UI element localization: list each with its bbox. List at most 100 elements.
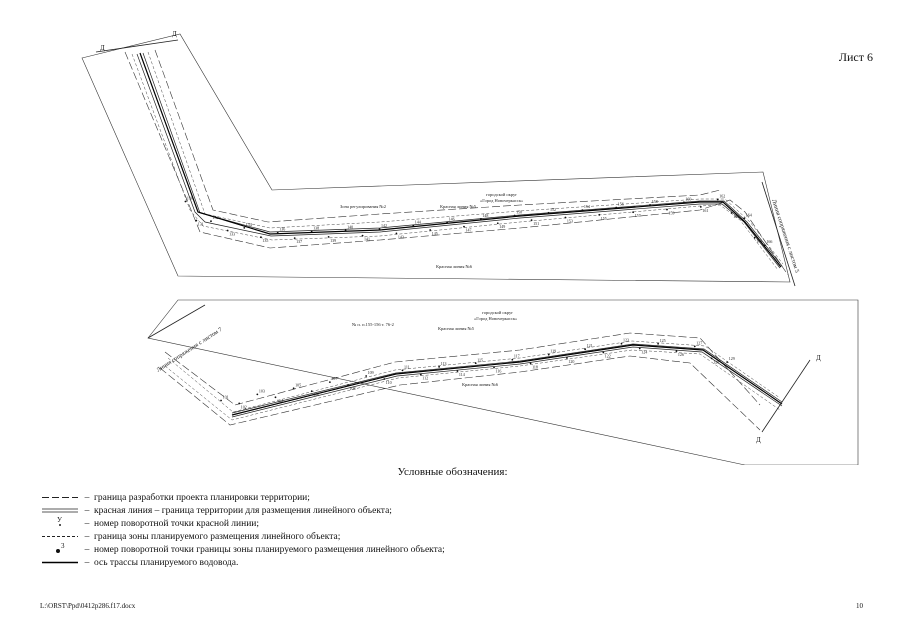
turn-point-label: 128	[713, 359, 719, 364]
turn-point-label: 115	[477, 357, 483, 362]
turn-point-marker	[657, 342, 659, 345]
planning-maps: Д Д Линия сопряжения с листом 5 городско…	[81, 30, 859, 465]
turn-point-label: 155	[601, 216, 607, 221]
turn-point-label: 157	[635, 213, 641, 218]
turn-point-label: 109	[368, 370, 374, 375]
turn-point-marker	[195, 219, 198, 222]
turn-point-marker	[243, 226, 246, 229]
turn-point-label: 150	[516, 210, 522, 215]
map-1-design-boundary-2	[154, 49, 721, 223]
turn-point-label: 149	[499, 224, 505, 229]
legend-item: – граница разработки проекта планировки …	[40, 491, 445, 504]
map-2-design-boundary-1	[164, 332, 761, 406]
turn-point-label: 156	[618, 202, 624, 207]
turn-point-label: 152	[550, 207, 556, 212]
turn-point-marker	[463, 225, 465, 228]
turn-point-marker	[615, 206, 618, 209]
turn-point-label: 106	[313, 392, 319, 397]
turn-point-marker	[276, 231, 279, 234]
long-dash-line-icon	[42, 497, 78, 498]
turn-point-marker	[328, 381, 331, 384]
turn-point-marker	[529, 362, 532, 365]
turn-point-marker	[743, 217, 746, 220]
map-2-point-labels: 1011021031041051061071081091101111121131…	[220, 338, 735, 409]
map-2-side-line	[147, 304, 206, 339]
map-1-side-line	[761, 181, 796, 287]
turn-point-marker	[256, 393, 259, 396]
turn-point-marker	[220, 399, 222, 402]
turn-point-marker	[598, 213, 601, 216]
map-2-zone-boundary-1	[167, 340, 781, 413]
legend-item: – ось трассы планируемого водовода.	[40, 556, 445, 569]
map-1-zone-boundary-1	[131, 53, 779, 271]
legend: – граница разработки проекта планировки …	[40, 491, 445, 569]
red-line-point-symbol: У	[57, 516, 62, 524]
turn-point-label: 153	[567, 218, 573, 223]
turn-point-label: 145	[432, 231, 438, 236]
turn-point-label: 154	[584, 204, 590, 209]
map-2-sheet-outline	[147, 299, 859, 465]
map-2-zone-boundary-2	[164, 349, 781, 421]
turn-point-marker	[361, 234, 364, 237]
turn-point-marker	[693, 345, 696, 348]
turn-point-label: 123	[623, 338, 629, 343]
turn-point-marker	[638, 347, 641, 350]
map-2-red-line-2	[231, 346, 783, 418]
turn-point-marker	[310, 230, 313, 233]
turn-point-marker	[401, 369, 404, 372]
map-2-okrug-label-line2: «Город Новочеркасск»	[474, 316, 517, 321]
map-1-design-boundary	[124, 51, 789, 276]
turn-point-label: 112	[422, 376, 428, 381]
turn-point-marker	[632, 211, 635, 214]
turn-point-label: 159	[668, 211, 674, 216]
turn-point-label: 118	[532, 364, 538, 369]
turn-point-label: 120	[568, 359, 574, 364]
turn-point-label: 116	[496, 369, 502, 374]
map-2: Линия сопряжения с листом 7 городской ок…	[147, 299, 859, 465]
turn-point-label: 140	[347, 224, 353, 229]
turn-point-marker	[347, 384, 349, 386]
turn-point-label: 136	[279, 227, 285, 232]
turn-point-marker	[292, 387, 295, 390]
turn-point-marker	[184, 200, 187, 203]
legend-dash: –	[84, 492, 90, 503]
footer-file-path: L:\ORST\Ppd\0412p286.f17.docx	[40, 602, 136, 610]
turn-point-label: 139	[330, 238, 336, 243]
turn-point-label: 129	[729, 356, 735, 361]
turn-point-marker	[419, 373, 422, 376]
map-1-section-letter-start-2: Д	[172, 30, 177, 38]
turn-point-label: 166	[766, 239, 772, 244]
turn-point-marker	[493, 366, 495, 369]
legend-dash: –	[84, 505, 90, 516]
turn-point-marker	[293, 237, 296, 240]
map-2-design-boundary-2	[159, 355, 761, 431]
turn-point-label: 124	[641, 349, 647, 354]
map-1-point-labels: 1301311321331341351361371381391401411421…	[184, 193, 772, 247]
legend-text: ось трассы планируемого водовода.	[94, 557, 239, 568]
turn-point-label: 125	[660, 338, 666, 343]
map-1-pipeline-axis	[139, 52, 782, 268]
turn-point-marker	[456, 370, 459, 372]
turn-point-label: 105	[295, 382, 301, 387]
turn-point-marker	[511, 358, 514, 361]
turn-point-label: 160	[685, 196, 691, 201]
legend-text: граница зоны планируемого размещения лин…	[94, 531, 341, 542]
turn-point-marker	[438, 365, 441, 368]
turn-point-marker	[763, 244, 766, 247]
map-2-boundary-label: Красная линия №6	[462, 382, 499, 387]
turn-point-label: 142	[381, 223, 387, 228]
turn-point-marker	[547, 353, 550, 356]
turn-point-label: 111	[404, 364, 410, 369]
legend-title: Условные обозначения:	[397, 466, 508, 478]
turn-point-label: 130	[187, 196, 193, 201]
double-line-icon	[42, 508, 78, 513]
turn-point-marker	[675, 350, 678, 353]
legend-dash: –	[84, 531, 90, 542]
turn-point-label: 147	[465, 228, 471, 233]
turn-point-marker	[365, 375, 368, 377]
turn-point-marker	[260, 236, 262, 239]
turn-point-marker	[446, 221, 448, 224]
map-1-zone-boundary-2	[147, 51, 784, 265]
turn-point-marker	[726, 361, 729, 364]
turn-point-label: 126	[678, 352, 684, 357]
